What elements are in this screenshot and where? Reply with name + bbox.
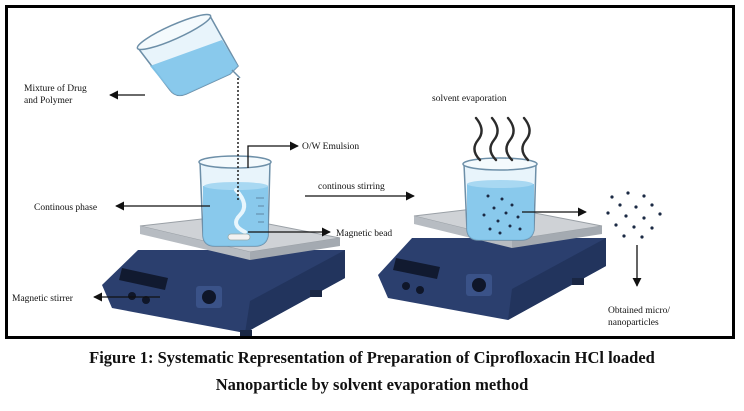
caption-line-1: Figure 1: Systematic Representation of P…	[89, 348, 655, 367]
particles-in-beaker	[482, 194, 522, 235]
control-button	[402, 282, 410, 290]
control-knob	[202, 290, 216, 304]
arrow-ow-emulsion	[247, 141, 299, 168]
magnetic-stirrer-right	[378, 205, 606, 320]
magnetic-bead	[227, 233, 251, 241]
label-mixture-1: Mixture of Drug	[24, 83, 87, 94]
label-obtained-1: Obtained micro/	[608, 306, 670, 316]
label-obtained-2: nanoparticles	[608, 318, 659, 328]
beaker-nanoparticles	[462, 157, 538, 241]
arrows	[93, 90, 642, 302]
label-magnetic-bead: Magnetic bead	[336, 229, 392, 239]
control-button	[142, 296, 150, 304]
beaker-emulsion	[198, 155, 272, 247]
label-continuous-phase: Continous phase	[34, 203, 97, 213]
control-knob	[472, 278, 486, 292]
control-button	[416, 286, 424, 294]
display-panel	[393, 258, 440, 279]
vapour-icon	[473, 116, 531, 162]
beaker-pouring	[136, 13, 241, 97]
label-mixture-2: and Polymer	[24, 96, 73, 106]
magnetic-stirrer-left	[102, 215, 345, 336]
caption-line-2: Nanoparticle by solvent evaporation meth…	[215, 375, 529, 394]
label-magnetic-stirrer: Magnetic stirrer	[12, 294, 74, 304]
control-button	[128, 292, 136, 300]
label-continuous-stirring: continous stirring	[318, 182, 385, 192]
label-solvent-evaporation: solvent evaporation	[432, 94, 507, 104]
display-panel	[119, 268, 168, 290]
label-ow-emulsion: O/W Emulsion	[302, 142, 359, 152]
nanoparticles-cluster	[606, 191, 662, 239]
figure-caption: Figure 1: Systematic Representation of P…	[0, 344, 744, 398]
